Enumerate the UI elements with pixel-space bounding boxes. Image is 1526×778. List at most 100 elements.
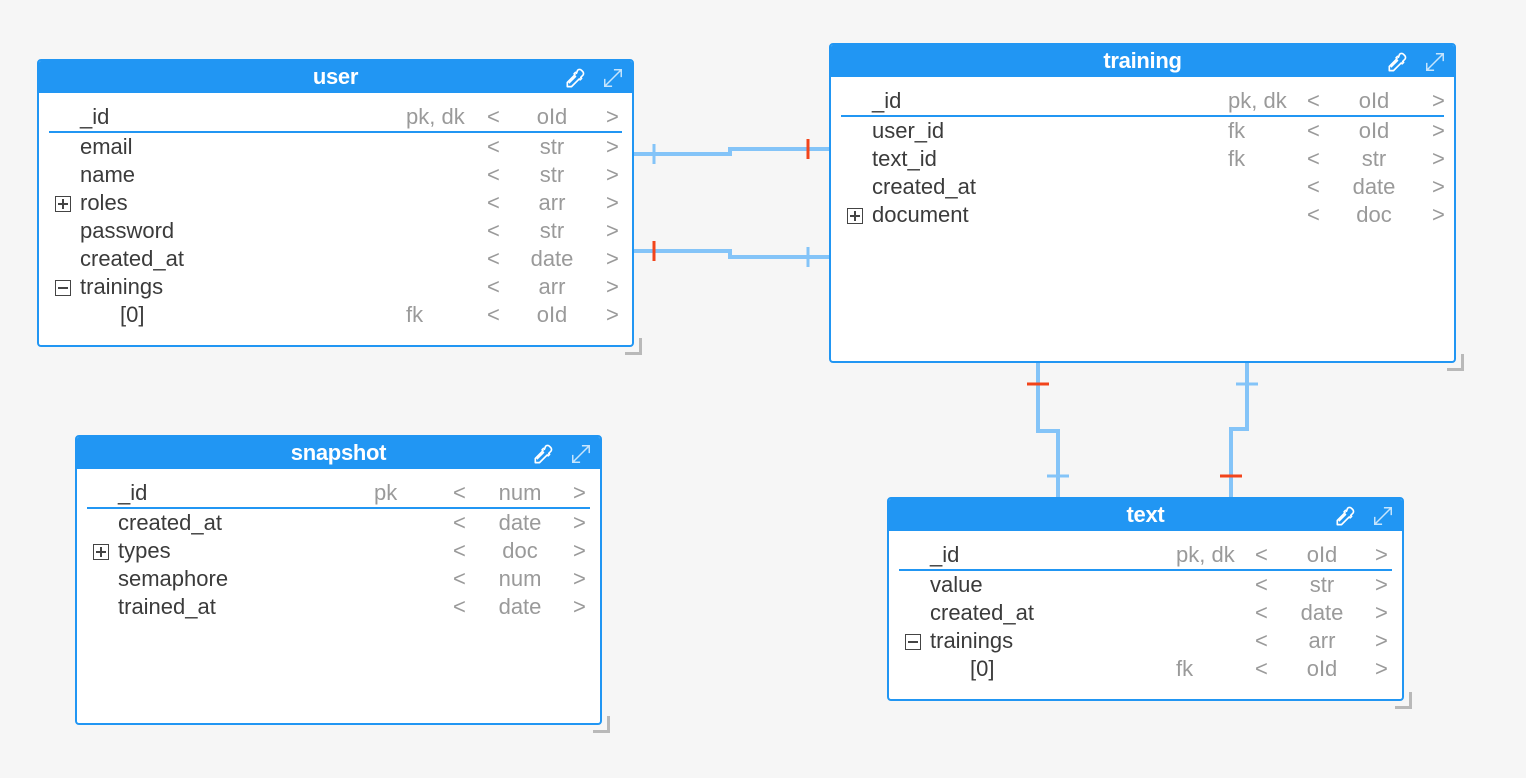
field-name: _id <box>872 88 902 113</box>
type-open-bracket: < <box>453 510 466 535</box>
field-keys: pk, dk <box>1176 542 1235 567</box>
entity-header[interactable]: user <box>39 61 632 93</box>
field-row[interactable]: name<str> <box>39 161 632 189</box>
field-name: created_at <box>118 510 222 535</box>
field-type[interactable]: str <box>539 134 565 159</box>
field-type[interactable]: str <box>1309 572 1335 597</box>
field-type[interactable]: arr <box>538 274 566 299</box>
field-type[interactable]: date <box>530 246 574 271</box>
field-type[interactable]: oId <box>536 104 568 129</box>
field-name: semaphore <box>118 566 229 591</box>
field-row[interactable]: semaphore<num> <box>77 565 600 593</box>
eyedropper-icon[interactable] <box>564 67 586 89</box>
relationship-connector[interactable] <box>1229 363 1249 497</box>
field-row[interactable]: trainings<arr> <box>889 627 1402 655</box>
type-open-bracket: < <box>453 594 466 619</box>
type-open-bracket: < <box>487 302 500 327</box>
eyedropper-icon[interactable] <box>1386 51 1408 73</box>
field-row[interactable]: document<doc> <box>831 201 1454 229</box>
field-type[interactable]: num <box>498 480 542 505</box>
field-type[interactable]: oId <box>536 302 568 327</box>
eyedropper-icon[interactable] <box>1334 505 1356 527</box>
field-keys: pk, dk <box>1228 88 1287 113</box>
expand-toggle-icon[interactable] <box>847 208 863 224</box>
type-open-bracket: < <box>487 162 500 187</box>
type-close-bracket: > <box>1375 542 1388 567</box>
field-type[interactable]: oId <box>1358 88 1390 113</box>
type-open-bracket: < <box>453 566 466 591</box>
field-name: roles <box>80 190 128 215</box>
field-type[interactable]: arr <box>1308 628 1336 653</box>
eyedropper-icon[interactable] <box>532 443 554 465</box>
field-type[interactable]: date <box>498 510 542 535</box>
relationship-connector[interactable] <box>634 147 829 156</box>
field-type[interactable]: oId <box>1306 542 1338 567</box>
field-type[interactable]: doc <box>502 538 538 563</box>
field-type[interactable]: str <box>1361 146 1387 171</box>
type-close-bracket: > <box>606 134 619 159</box>
field-type[interactable]: arr <box>538 190 566 215</box>
type-open-bracket: < <box>487 274 500 299</box>
resize-handle[interactable] <box>1395 692 1412 709</box>
collapse-toggle-icon[interactable] <box>55 280 71 296</box>
expand-toggle-icon[interactable] <box>55 196 71 212</box>
field-type[interactable]: date <box>1300 600 1344 625</box>
field-row[interactable]: trained_at<date> <box>77 593 600 621</box>
field-row[interactable]: created_at<date> <box>831 173 1454 201</box>
field-type[interactable]: date <box>498 594 542 619</box>
field-type[interactable]: str <box>539 162 565 187</box>
field-row[interactable]: created_at<date> <box>889 599 1402 627</box>
entity-header[interactable]: text <box>889 499 1402 531</box>
field-type[interactable]: oId <box>1358 118 1390 143</box>
field-type[interactable]: str <box>539 218 565 243</box>
field-row[interactable]: roles<arr> <box>39 189 632 217</box>
field-type[interactable]: date <box>1352 174 1396 199</box>
field-type[interactable]: doc <box>1356 202 1392 227</box>
field-row[interactable]: trainings<arr> <box>39 273 632 301</box>
expand-icon[interactable] <box>570 443 592 465</box>
field-name: trained_at <box>118 594 216 619</box>
entity-header[interactable]: snapshot <box>77 437 600 469</box>
field-row[interactable]: created_at<date> <box>39 245 632 273</box>
expand-icon[interactable] <box>1424 51 1446 73</box>
expand-toggle-icon[interactable] <box>93 544 109 560</box>
relationship-connector[interactable] <box>1036 363 1060 497</box>
relationship-connector[interactable] <box>634 249 829 259</box>
field-row[interactable]: password<str> <box>39 217 632 245</box>
field-name: [0] <box>120 302 145 327</box>
expand-icon[interactable] <box>1372 505 1394 527</box>
resize-handle[interactable] <box>593 716 610 733</box>
type-close-bracket: > <box>1432 118 1445 143</box>
field-row[interactable]: value<str> <box>889 571 1402 599</box>
field-row[interactable]: types<doc> <box>77 537 600 565</box>
type-close-bracket: > <box>573 510 586 535</box>
field-row[interactable]: email<str> <box>39 133 632 161</box>
entity-header[interactable]: training <box>831 45 1454 77</box>
resize-handle[interactable] <box>1447 354 1464 371</box>
type-close-bracket: > <box>1432 174 1445 199</box>
field-type[interactable]: oId <box>1306 656 1338 681</box>
field-row[interactable]: [0]fk<oId> <box>39 301 632 329</box>
field-row[interactable]: [0]fk<oId> <box>889 655 1402 683</box>
resize-handle[interactable] <box>625 338 642 355</box>
type-open-bracket: < <box>487 134 500 159</box>
field-name: created_at <box>872 174 976 199</box>
field-row[interactable]: created_at < date > <box>77 509 600 537</box>
collapse-toggle-icon[interactable] <box>905 634 921 650</box>
field-type[interactable]: num <box>498 566 542 591</box>
expand-icon[interactable] <box>602 67 624 89</box>
